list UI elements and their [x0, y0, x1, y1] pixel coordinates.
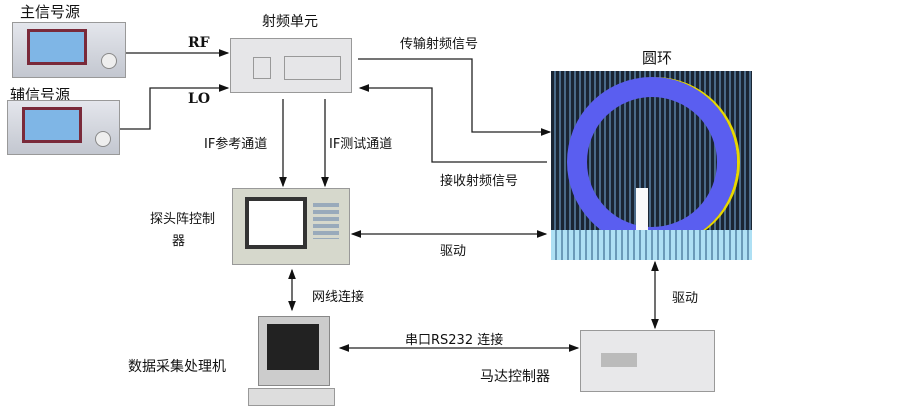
computer-label: 数据采集处理机: [128, 359, 226, 375]
drive-label-1: 驱动: [440, 244, 467, 259]
probe-ctrl-label-1: 探头阵控制: [150, 212, 216, 227]
tx-arrow: [358, 58, 552, 136]
lo-arrow: [120, 84, 230, 130]
network-label: 网线连接: [312, 290, 365, 305]
aux-signal-source: [7, 100, 120, 155]
ring-chamber-image: [551, 71, 752, 260]
main-source-label: 主信号源: [20, 3, 81, 21]
rx-signal-label: 接收射频信号: [440, 174, 519, 189]
serial-label: 串口RS232 连接: [405, 333, 504, 348]
probe-ctrl-label-2: 器: [172, 234, 186, 249]
rx-arrow: [358, 84, 547, 163]
tx-signal-label: 传输射频信号: [400, 37, 479, 52]
lo-label: LO: [188, 91, 211, 107]
rf-unit: [230, 38, 352, 93]
motor-ctrl-label: 马达控制器: [480, 369, 550, 385]
main-signal-source: [12, 22, 126, 78]
drive-label-2: 驱动: [672, 291, 699, 306]
probe-array-controller: [232, 188, 350, 265]
ring-label: 圆环: [642, 49, 673, 67]
computer-monitor: [258, 316, 330, 386]
rf-label: RF: [188, 35, 210, 51]
computer-keyboard: [248, 388, 335, 406]
aux-source-label: 辅信号源: [10, 86, 71, 104]
if-ref-label: IF参考通道: [204, 137, 268, 152]
motor-controller: [580, 330, 715, 392]
if-test-label: IF测试通道: [329, 137, 393, 152]
rf-unit-label: 射频单元: [262, 14, 318, 30]
